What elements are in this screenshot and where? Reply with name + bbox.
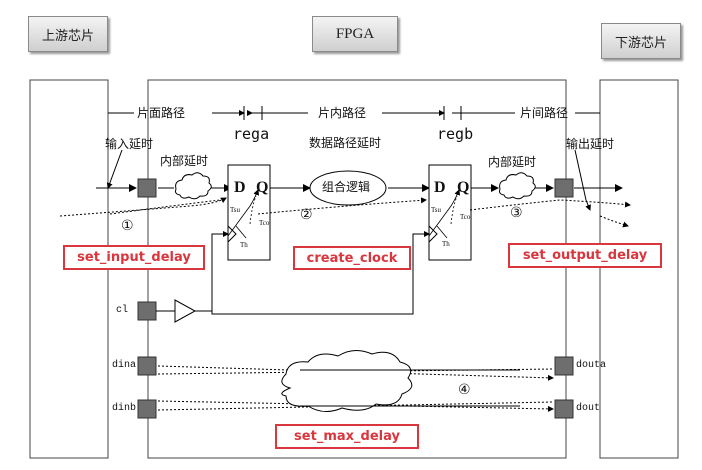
register-a-tsu-label: Tsu: [230, 206, 241, 214]
upstream-chip-label: 上游芯片: [28, 16, 108, 52]
downstream-chip-body: [599, 79, 679, 459]
set-max-delay-box: set_max_delay: [275, 424, 419, 449]
combinational-logic-label: 组合逻辑: [322, 180, 371, 194]
register-a-label: rega: [233, 125, 270, 143]
douta-port-label: douta: [576, 360, 607, 371]
dinb-port-label: dinb: [112, 403, 137, 414]
register-a-th-label: Th: [240, 241, 248, 249]
internal-delay-cloud-in: [175, 172, 212, 200]
fpga-chip-label: FPGA: [312, 16, 398, 52]
marker-1: ①: [121, 218, 134, 234]
max-delay-solid-lines: [300, 369, 520, 407]
register-clock-triangles: [227, 225, 438, 243]
internal-delay-in-label: 内部延时: [160, 154, 209, 168]
io-delay-arrows: [106, 149, 591, 211]
register-a-q-label: Q: [256, 179, 269, 196]
internal-path-label: 片内路径: [318, 106, 367, 120]
internal-delay-cloud-out: [499, 172, 536, 200]
clock-port-label: cl: [116, 305, 129, 316]
register-b-tco-label: Tco: [460, 213, 471, 221]
combinational-logic-ellipse: [309, 170, 387, 206]
marker-3: ③: [510, 205, 523, 221]
register-b-d-label: D: [434, 179, 446, 196]
inter-chip-path-label: 片间路径: [520, 106, 569, 120]
register-a-tco-label: Tco: [259, 219, 270, 227]
marker-4: ④: [458, 382, 471, 398]
marker-2: ②: [300, 207, 313, 223]
register-b-th-label: Th: [442, 240, 450, 248]
set-input-delay-box: set_input_delay: [63, 245, 205, 270]
downstream-chip-label: 下游芯片: [601, 23, 681, 59]
register-b-q-label: Q: [457, 179, 470, 196]
register-timing-marks: [227, 189, 461, 239]
port-squares: [137, 178, 574, 419]
doutb-port-label: dout: [576, 403, 601, 414]
data-path-delay-label: 数据路径延时: [309, 136, 382, 150]
register-b-label: regb: [437, 125, 474, 143]
input-delay-label: 输入延时: [105, 137, 154, 151]
register-a-body: [227, 164, 271, 261]
output-delay-label: 输出延时: [566, 137, 615, 151]
internal-delay-out-label: 内部延时: [488, 155, 537, 169]
clock-path: [156, 231, 430, 323]
register-b-body: [428, 164, 472, 261]
dotted-timing-paths: [59, 197, 631, 228]
dina-port-label: dina: [112, 360, 137, 371]
set-output-delay-box: set_output_delay: [508, 243, 662, 268]
path-dimension-lines: [108, 106, 600, 120]
create-clock-box: create_clock: [293, 246, 411, 270]
register-a-d-label: D: [234, 179, 246, 196]
register-b-tsu-label: Tsu: [431, 206, 442, 214]
board-path-label: 片面路径: [137, 106, 186, 120]
